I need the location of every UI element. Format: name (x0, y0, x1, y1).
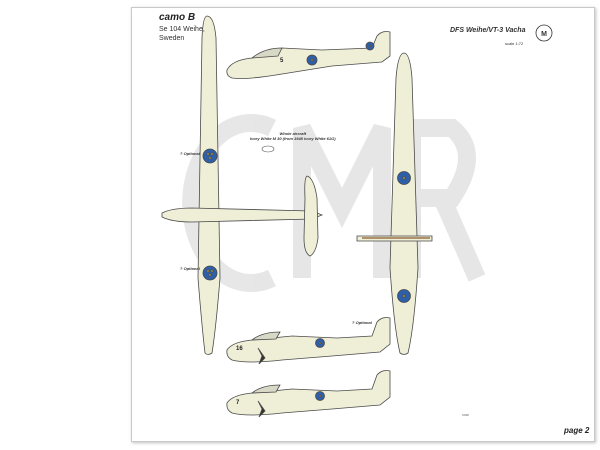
optional-label: Optional (183, 266, 200, 271)
side-view-glider-bottom (226, 370, 391, 418)
finish-note: Whole aircraft Ivory White M 30 (from 19… (250, 131, 336, 141)
page-label: page 2 (564, 426, 590, 435)
optional-callout: ? Optional (352, 320, 372, 325)
aircraft-artwork: M (161, 15, 553, 418)
callout-marker-icon (261, 145, 275, 153)
subtitle-line-1: Se 104 Weihe, (159, 26, 205, 33)
question-mark: ? (180, 266, 183, 271)
bottom-view-wing (389, 52, 419, 355)
question-mark: ? (180, 151, 183, 156)
watermark-letter-r (403, 119, 486, 282)
optional-callout: ? Optional (180, 151, 200, 156)
optional-callout: ? Optional (180, 266, 200, 271)
side-view-canopy-top (250, 47, 283, 59)
watermark-logo (182, 114, 486, 292)
question-mark: ? (352, 320, 355, 325)
camo-title: camo B (159, 12, 196, 23)
header-title: DFS Weihe/VT-3 Vacha (450, 27, 526, 34)
unit-emblem-icon (257, 347, 266, 365)
bottom-view-glider (356, 52, 433, 355)
profile-sheet: M camo B Se 104 Weihe, Sweden DFS Weihe/… (131, 7, 595, 442)
serial-number: 5 (280, 58, 284, 64)
side-view-canopy-bottom (250, 384, 281, 394)
watermark-letter-c (182, 114, 276, 292)
top-view-glider (161, 15, 324, 355)
serial-number: 16 (236, 346, 243, 352)
side-view-fuselage-top (226, 31, 391, 79)
top-view-tailplane (303, 175, 319, 257)
sweden-roundel-icon (397, 171, 411, 185)
side-view-glider-middle (226, 317, 391, 365)
side-view-fuselage-bottom (226, 370, 391, 416)
sweden-roundel-icon (306, 54, 318, 66)
optional-label: Optional (183, 151, 200, 156)
aircraft-subtitle: Se 104 Weihe, Sweden (159, 25, 205, 43)
serial-number: 7 (236, 400, 240, 406)
svg-text:M: M (541, 31, 547, 38)
sweden-roundel-icon (397, 289, 411, 303)
sweden-roundel-icon (365, 41, 375, 51)
watermark-letter-m (293, 123, 391, 278)
sweden-roundel-icon (315, 391, 325, 401)
side-view-fuselage-middle (226, 317, 391, 363)
sweden-roundel-icon (315, 338, 325, 348)
sweden-roundel-icon (202, 148, 218, 164)
unit-emblem-icon (257, 400, 266, 418)
subtitle-line-2: Sweden (159, 35, 185, 42)
finish-note-line: Ivory White M 30 (from 1948 ivory White … (250, 136, 336, 141)
finish-note-title: Whole aircraft (279, 131, 307, 136)
side-view-canopy-middle (250, 331, 281, 341)
optional-label: Optional (355, 320, 372, 325)
brand-label: CMR (462, 413, 469, 417)
side-view-glider-top (226, 31, 391, 79)
cmr-logo-icon: M (535, 24, 553, 42)
top-view-wing (197, 15, 221, 355)
scale-label: scale 1:72 (505, 41, 524, 46)
sweden-roundel-icon (202, 265, 218, 281)
